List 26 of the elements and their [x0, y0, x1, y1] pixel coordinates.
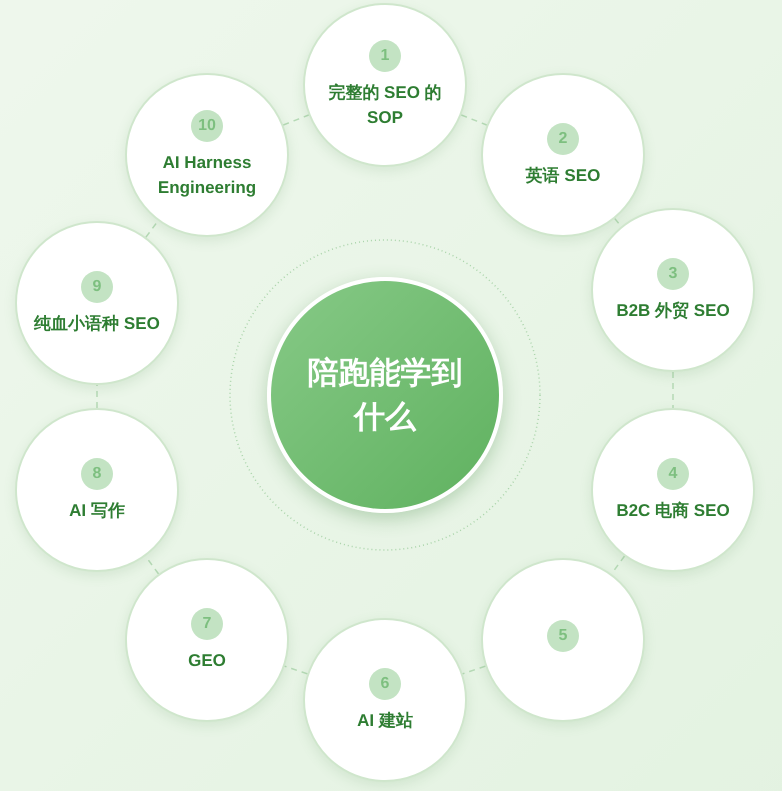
topic-label: B2C 电商 SEO — [615, 500, 731, 522]
topic-label: AI 建站 — [356, 710, 414, 732]
topic-label: AI Harness Engineering — [156, 152, 258, 199]
topic-label: B2B 外贸 SEO — [615, 300, 731, 322]
topic-label: 英语 SEO — [524, 164, 602, 186]
connector-line — [283, 114, 309, 126]
topic-label: 纯血小语种 SEO — [32, 312, 161, 334]
number-badge: 7 — [191, 608, 223, 640]
connector-line — [462, 665, 486, 675]
connector-line — [461, 114, 487, 126]
number-badge: 8 — [81, 458, 113, 490]
number-badge: 10 — [191, 110, 223, 142]
center-title: 陪跑能学到什么 — [306, 354, 464, 437]
number-badge: 2 — [547, 122, 579, 154]
topic-label: 完整的 SEO 的 SOP — [327, 82, 443, 129]
number-badge: 6 — [369, 668, 401, 700]
number-badge: 3 — [657, 258, 689, 290]
connector-line — [672, 372, 674, 408]
number-badge: 9 — [81, 270, 113, 302]
connector-line — [96, 385, 98, 408]
number-badge: 1 — [369, 40, 401, 72]
topic-label: GEO — [187, 650, 227, 672]
number-badge: 4 — [657, 458, 689, 490]
connector-line — [284, 665, 308, 675]
topic-label: AI 写作 — [68, 500, 126, 522]
number-badge: 5 — [547, 620, 579, 652]
